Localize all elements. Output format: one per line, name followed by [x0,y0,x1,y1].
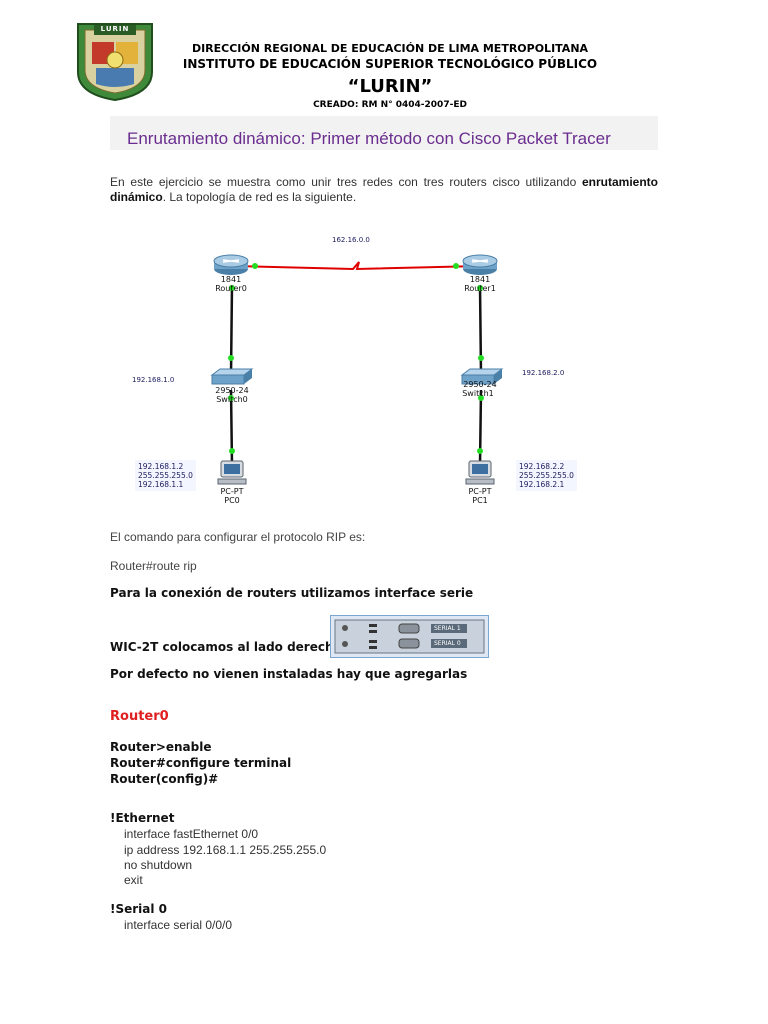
switch0-icon [210,368,254,385]
intro-text-2: . La topología de red es la siguiente. [162,190,357,204]
wic-2t-module-image: SERIAL 1 SERIAL 0 [330,615,489,658]
pc0-ip: 192.168.1.2 [138,462,184,471]
ethernet-line-1: interface fastEthernet 0/0 [124,827,259,841]
switch0-name: Switch0 [216,395,248,404]
network-0-label: 192.168.1.0 [132,376,175,384]
institute-logo: LURIN [72,20,158,102]
header-line-1: DIRECCIÓN REGIONAL DE EDUCACIÓN DE LIMA … [191,42,589,55]
pc1-mask: 255.255.255.0 [519,471,574,480]
page-title: Enrutamiento dinámico: Primer método con… [127,129,611,148]
pc0-name: PC0 [224,496,240,505]
serial-network-label: 162.16.0.0 [332,236,370,244]
ethernet-line-4: exit [124,873,143,887]
ethernet-line-2: ip address 192.168.1.1 255.255.255.0 [124,843,327,857]
cmd-enable: Router>enable [110,740,212,754]
pc0-model: PC-PT [220,487,244,496]
logo-text: LURIN [100,25,130,33]
pc1-gateway: 192.168.2.1 [519,480,565,489]
serial-0-port-label: SERIAL 0 [434,640,461,647]
pc1-name: PC1 [472,496,488,505]
pc1-icon [465,460,495,485]
intro-text-1: En este ejercicio se muestra como unir t… [110,175,582,189]
router0-model: 1841 [220,275,242,284]
rip-command-label: El comando para configurar el protocolo … [110,530,366,544]
title-band [110,116,658,150]
router1-model: 1841 [469,275,491,284]
pc1-ip: 192.168.2.2 [519,462,565,471]
serial-interface-note: Para la conexión de routers utilizamos i… [110,586,474,600]
pc1-ip-config: 192.168.2.2 255.255.255.0 192.168.2.1 [516,460,577,491]
intro-bold: enrutamiento dinámico [110,175,658,204]
serial0-line-1: interface serial 0/0/0 [124,918,233,932]
pc0-mask: 255.255.255.0 [138,471,193,480]
header-line-3: “LURIN” [347,76,433,97]
header-line-2: INSTITUTO DE EDUCACIÓN SUPERIOR TECNOLÓG… [182,57,598,71]
switch1-name: Switch1 [462,389,494,398]
pc0-gateway: 192.168.1.1 [138,480,184,489]
rip-command: Router#route rip [110,559,197,573]
header-line-4: CREADO: RM N° 0404-2007-ED [313,100,467,110]
network-1-label: 192.168.2.0 [522,369,565,377]
pc1-model: PC-PT [468,487,492,496]
link-router0-switch0 [229,284,234,376]
cmd-configure-terminal: Router#configure terminal [110,756,292,770]
router0-heading: Router0 [110,709,169,724]
switch1-model: 2950-24 [463,380,497,389]
ethernet-line-3: no shutdown [124,858,193,872]
switch1-icon [460,368,504,385]
link-router1-switch1 [478,284,483,376]
wic-note: WIC-2T colocamos al lado derecho [110,640,342,654]
router0-icon [213,254,249,275]
pc0-ip-config: 192.168.1.2 255.255.255.0 192.168.1.1 [135,460,196,491]
default-note: Por defecto no vienen instaladas hay que… [110,667,468,681]
serial-link [233,261,481,271]
router0-name: Router0 [215,284,247,293]
intro-paragraph: En este ejercicio se muestra como unir t… [110,175,658,205]
cmd-config-prompt: Router(config)# [110,772,219,786]
serial0-heading: !Serial 0 [110,902,168,916]
pc0-icon [217,460,247,485]
network-topology-diagram: 162.16.0.0 1841 Router0 1841 Router1 192… [120,225,590,515]
serial-1-port-label: SERIAL 1 [434,625,461,632]
ethernet-heading: !Ethernet [110,811,175,825]
router1-icon [462,254,498,275]
router1-name: Router1 [464,284,496,293]
switch0-model: 2950-24 [215,386,249,395]
